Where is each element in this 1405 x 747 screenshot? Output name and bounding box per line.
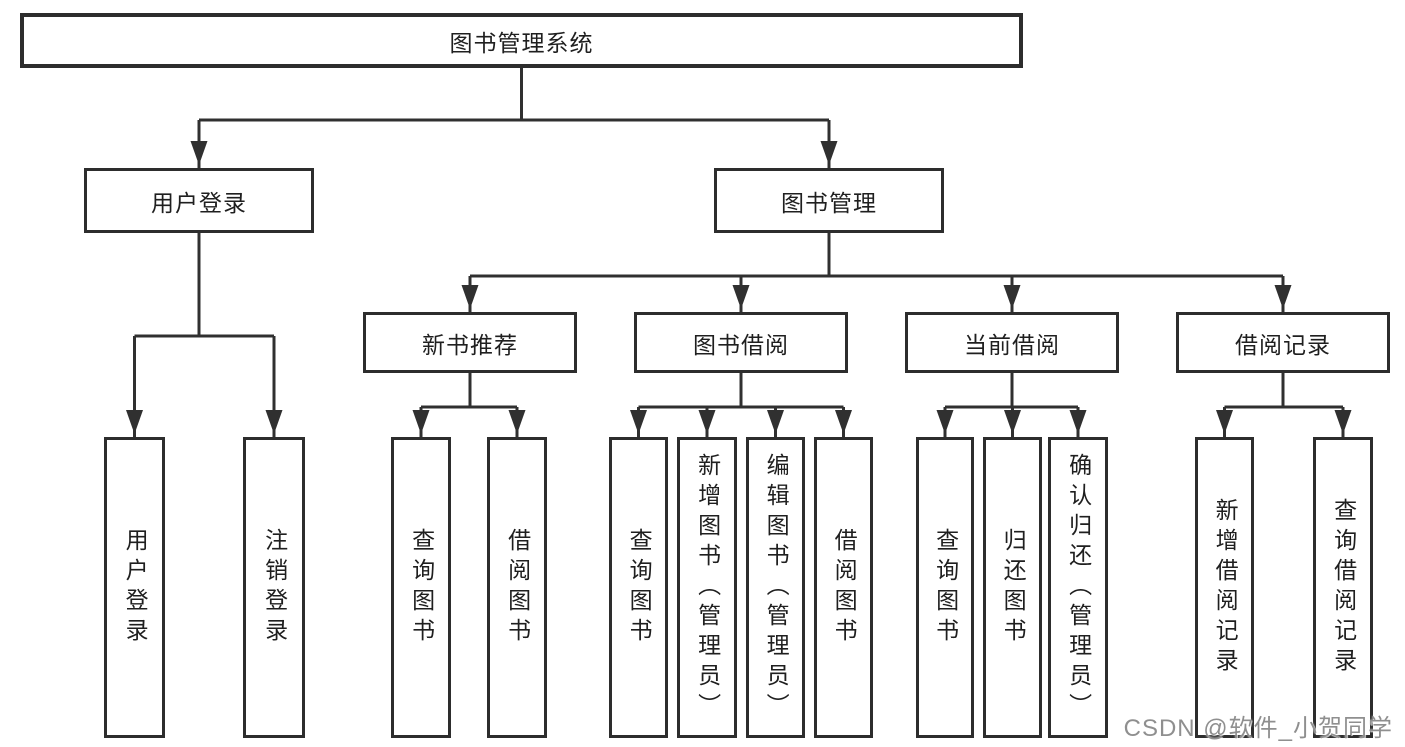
node-label: 查询图书 (408, 527, 435, 648)
arrow-down-icon (1334, 410, 1352, 434)
node-book-management-system: 图书管理系统 (20, 13, 1023, 68)
node-label: 新增借阅记录 (1212, 497, 1239, 678)
node-borrow-books-2: 借阅图书 (814, 437, 873, 738)
arrow-down-icon (1004, 410, 1021, 434)
arrow-down-icon (835, 410, 852, 434)
node-label: 归还图书 (1000, 527, 1027, 648)
arrow-down-icon (1003, 285, 1021, 309)
node-user-login-branch: 用户登录 (84, 168, 314, 233)
arrow-down-icon (698, 410, 716, 434)
node-label: 借阅图书 (504, 527, 531, 648)
node-label: 查询图书 (932, 527, 959, 648)
arrow-down-icon (412, 410, 430, 434)
node-label: 编辑图书（管理员） (763, 452, 790, 723)
node-query-books-3: 查询图书 (916, 437, 974, 738)
node-query-books-2: 查询图书 (609, 437, 668, 738)
node-book-management-branch: 图书管理 (714, 168, 944, 233)
node-label: 图书借阅 (693, 331, 789, 358)
node-label: 查询借阅记录 (1330, 497, 1357, 678)
node-label: 图书管理系统 (449, 29, 594, 56)
arrow-down-icon (126, 410, 143, 434)
arrow-down-icon (508, 410, 526, 434)
arrow-down-icon (1216, 410, 1233, 434)
arrow-down-icon (190, 141, 208, 165)
node-book-borrowing: 图书借阅 (634, 312, 848, 373)
node-add-books-admin: 新增图书（管理员） (677, 437, 737, 738)
connector-lines (133, 68, 1345, 437)
node-query-books-1: 查询图书 (391, 437, 451, 738)
node-label: 查询图书 (626, 527, 653, 648)
arrow-down-icon (1274, 285, 1292, 309)
arrow-down-icon (265, 410, 283, 434)
node-add-borrow-record: 新增借阅记录 (1195, 437, 1254, 738)
node-label: 用户登录 (151, 189, 247, 216)
node-query-borrow-record: 查询借阅记录 (1313, 437, 1373, 738)
node-return-books: 归还图书 (983, 437, 1042, 738)
node-label: 注销登录 (261, 527, 288, 648)
node-edit-books-admin: 编辑图书（管理员） (746, 437, 805, 738)
arrow-down-icon (767, 410, 784, 434)
node-leaf-logout: 注销登录 (243, 437, 305, 738)
arrow-down-icon (936, 410, 954, 434)
node-confirm-return-admin: 确认归还（管理员） (1048, 437, 1108, 738)
arrow-down-icon (630, 410, 647, 434)
arrow-down-icon (461, 285, 479, 309)
node-label: 当前借阅 (964, 331, 1060, 358)
node-label: 图书管理 (781, 189, 877, 216)
node-leaf-user-login: 用户登录 (104, 437, 165, 738)
watermark: CSDN @软件_小贺同学 (1123, 715, 1393, 742)
node-borrow-records: 借阅记录 (1176, 312, 1390, 373)
node-new-book-recommend: 新书推荐 (363, 312, 577, 373)
node-label: 确认归还（管理员） (1065, 452, 1092, 723)
arrow-down-icon (820, 141, 838, 165)
node-label: 借阅图书 (831, 527, 858, 648)
node-borrow-books-1: 借阅图书 (487, 437, 547, 738)
node-label: 新书推荐 (422, 331, 518, 358)
node-label: 借阅记录 (1235, 331, 1331, 358)
node-label: 用户登录 (122, 527, 149, 648)
arrow-down-icon (732, 285, 750, 309)
node-current-borrowing: 当前借阅 (905, 312, 1119, 373)
node-label: 新增图书（管理员） (694, 452, 721, 723)
arrow-down-icon (1069, 410, 1087, 434)
